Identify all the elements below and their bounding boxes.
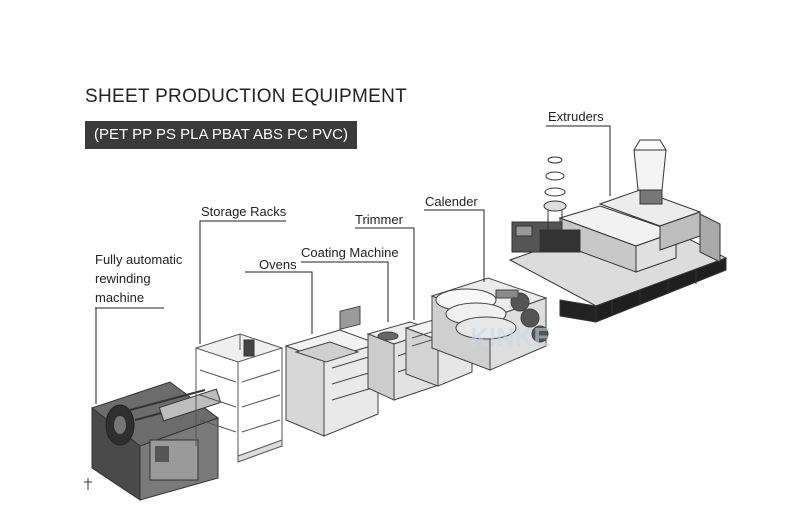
storage-racks — [194, 333, 284, 463]
watermark: KINKE — [470, 322, 551, 352]
label-coating-machine: Coating Machine — [301, 245, 399, 260]
ovens — [284, 305, 380, 437]
extruders — [508, 139, 728, 323]
label-rewinding-line3: machine — [95, 290, 145, 305]
subtitle-materials: (PET PP PS PLA PBAT ABS PC PVC) — [94, 126, 348, 143]
label-rewinding-line2: rewinding — [95, 271, 151, 286]
label-calender: Calender — [425, 194, 478, 209]
label-extruders: Extruders — [548, 109, 604, 124]
label-trimmer: Trimmer — [355, 212, 403, 227]
label-rewinding-line1: Fully automatic — [95, 252, 183, 267]
subtitle-banner — [85, 121, 357, 149]
label-ovens: Ovens — [259, 257, 297, 272]
leader-lines — [95, 125, 611, 404]
page-title: SHEET PRODUCTION EQUIPMENT — [85, 86, 408, 107]
calender — [430, 277, 549, 371]
rewinding-machine — [84, 381, 222, 501]
label-storage-racks: Storage Racks — [201, 204, 287, 219]
